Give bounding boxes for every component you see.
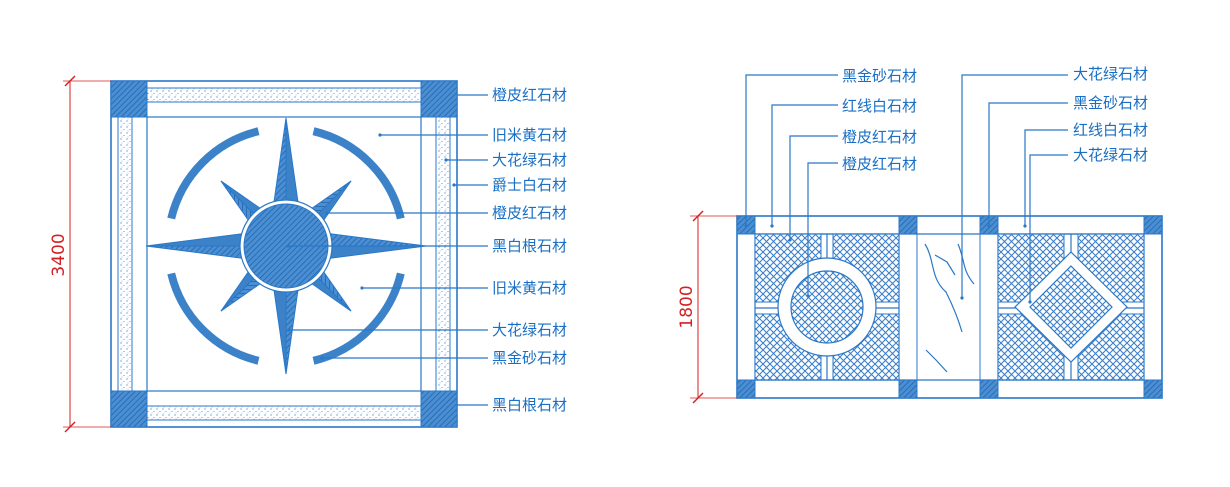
right-dimension-text: 1800 (677, 285, 697, 328)
label-left-7: 旧米黄石材 (492, 279, 567, 297)
label-right-r2: 黑金砂石材 (1073, 94, 1148, 112)
label-left-5: 橙皮红石材 (492, 204, 567, 222)
left-leaders (286, 94, 488, 406)
label-left-9: 黑金砂石材 (492, 349, 567, 367)
label-left-8: 大花绿石材 (492, 321, 567, 339)
label-left-3: 大花绿石材 (492, 151, 567, 169)
right-dimension: 1800 (677, 210, 737, 404)
right-leaders (744, 74, 1068, 304)
label-right-l4: 橙皮红石材 (842, 155, 917, 173)
label-right-l2: 红线白石材 (842, 97, 917, 115)
right-panel-drawing (736, 215, 1163, 399)
label-right-r1: 大花绿石材 (1073, 65, 1148, 83)
label-left-1: 橙皮红石材 (492, 86, 567, 104)
label-right-l3: 橙皮红石材 (842, 128, 917, 146)
left-dimension: 3400 (49, 75, 111, 433)
label-right-r4: 大花绿石材 (1073, 146, 1148, 164)
label-right-r3: 红线白石材 (1073, 121, 1148, 139)
label-right-l1: 黑金砂石材 (842, 67, 917, 85)
label-left-6: 黑白根石材 (492, 237, 567, 255)
label-left-4: 爵士白石材 (492, 176, 567, 194)
label-left-2: 旧米黄石材 (492, 126, 567, 144)
left-medallion (110, 80, 458, 428)
left-labels: 橙皮红石材 旧米黄石材 大花绿石材 爵士白石材 橙皮红石材 黑白根石材 旧米黄石… (492, 86, 567, 414)
right-labels: 黑金砂石材 红线白石材 橙皮红石材 橙皮红石材 大花绿石材 黑金砂石材 红线白石… (842, 65, 1148, 173)
label-left-10: 黑白根石材 (492, 396, 567, 414)
left-dimension-text: 3400 (49, 233, 69, 276)
